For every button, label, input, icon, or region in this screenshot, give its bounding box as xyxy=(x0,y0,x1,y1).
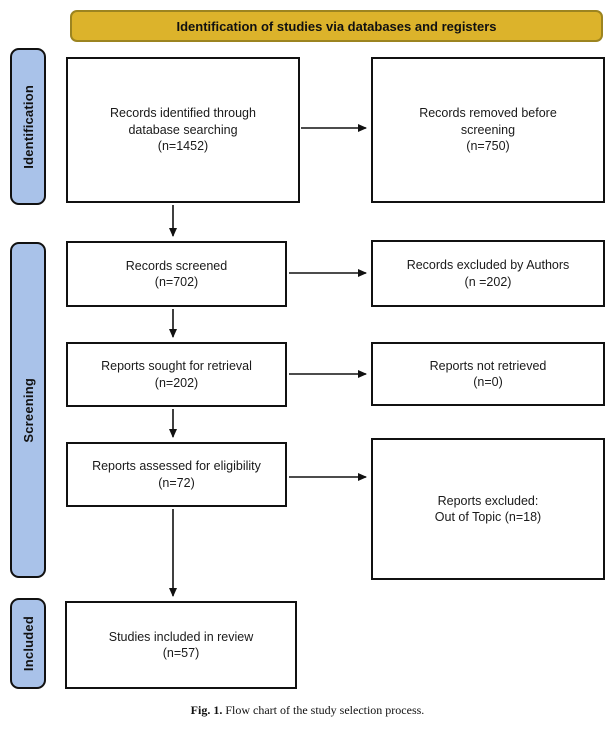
box-records-removed: Records removed before screening (n=750) xyxy=(371,57,605,203)
box-text: Records identified through database sear… xyxy=(68,105,298,155)
box-text: Studies included in review (n=57) xyxy=(67,629,295,662)
diagram-title: Identification of studies via databases … xyxy=(176,18,497,34)
box-text: Records removed before screening (n=750) xyxy=(373,105,603,155)
stage-included: Included xyxy=(10,598,46,689)
figure-caption-label: Fig. 1. xyxy=(190,703,223,717)
stage-identification-label: Identification xyxy=(20,84,36,169)
box-text-line: screening xyxy=(460,122,516,137)
box-text-line: Records excluded by Authors xyxy=(406,258,570,272)
box-text-line: Studies included in review xyxy=(108,629,254,644)
box-text-line: (n=72) xyxy=(158,475,195,490)
stage-screening: Screening xyxy=(10,242,46,578)
box-text-line: (n=202) xyxy=(154,375,199,390)
stage-included-label: Included xyxy=(20,615,36,672)
figure-caption-text: Flow chart of the study selection proces… xyxy=(225,703,425,717)
box-text: Reports sought for retrieval (n=202) xyxy=(68,358,285,391)
box-text: Reports not retrieved (n=0) xyxy=(373,358,603,391)
box-records-identified: Records identified through database sear… xyxy=(66,57,300,203)
box-text-line: (n=57) xyxy=(162,646,200,660)
box-reports-not-retrieved: Reports not retrieved (n=0) xyxy=(371,342,605,406)
box-text-line: Records identified through xyxy=(110,106,256,121)
box-text-line: (n=0) xyxy=(473,375,503,389)
box-text-line: Reports excluded: xyxy=(437,493,539,508)
box-text-line: Out of Topic (n=18) xyxy=(434,510,542,524)
box-text: Reports assessed for eligibility (n=72) xyxy=(68,458,285,491)
box-text-line: Reports sought for retrieval xyxy=(101,359,252,373)
box-reports-excluded: Reports excluded: Out of Topic (n=18) xyxy=(371,438,605,580)
box-text-line: (n =202) xyxy=(464,274,512,289)
box-text-line: (n=1452) xyxy=(157,139,209,154)
box-text-line: (n=750) xyxy=(466,139,510,154)
diagram-title-banner: Identification of studies via databases … xyxy=(70,10,603,42)
box-text-line: Records removed before xyxy=(419,106,557,121)
box-text-line: Reports not retrieved xyxy=(429,358,547,373)
box-records-excluded: Records excluded by Authors (n =202) xyxy=(371,240,605,307)
box-text-line: (n=702) xyxy=(154,275,199,289)
stage-identification: Identification xyxy=(10,48,46,205)
box-text-line: Records screened xyxy=(125,258,228,273)
box-text: Reports excluded: Out of Topic (n=18) xyxy=(373,493,603,526)
box-studies-included: Studies included in review (n=57) xyxy=(65,601,297,689)
box-text-line: database searching xyxy=(128,122,238,137)
box-records-screened: Records screened (n=702) xyxy=(66,241,287,307)
box-text: Records excluded by Authors (n =202) xyxy=(373,257,603,290)
box-text: Records screened (n=702) xyxy=(68,258,285,291)
box-text-line: Reports assessed for eligibility xyxy=(92,459,261,473)
box-reports-assessed: Reports assessed for eligibility (n=72) xyxy=(66,442,287,507)
box-reports-sought: Reports sought for retrieval (n=202) xyxy=(66,342,287,407)
stage-screening-label: Screening xyxy=(20,377,36,443)
figure-caption: Fig. 1. Flow chart of the study selectio… xyxy=(0,703,615,718)
